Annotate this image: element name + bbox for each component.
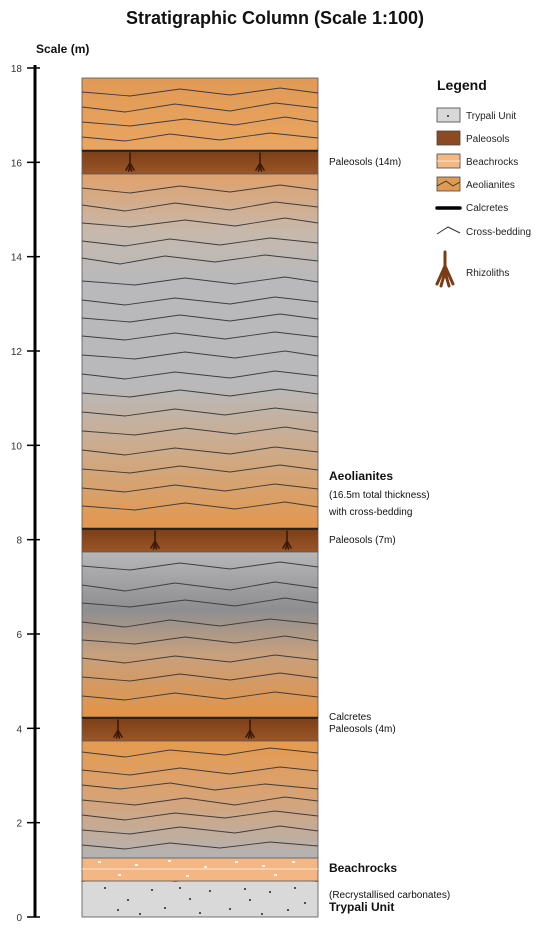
legend-title: Legend [437,77,487,93]
label-paleosols-7m: Paleosols (7m) [329,535,396,546]
paleosol-7m-layer [81,526,319,553]
label-calcretes: Calcretes [329,712,371,723]
beachrocks-layer [81,856,319,882]
scale-tick-label: 18 [11,64,23,75]
scale-tick-label: 14 [11,253,23,264]
label-trypali-note: (Recrystallised carbonates) [329,890,450,901]
aeolianite-layer-2 [81,550,319,718]
scale-tick-label: 8 [16,536,22,547]
legend-item-beachrocks: Beachrocks [466,157,518,168]
rhizolith-icon [435,250,455,288]
paleosol-4m-layer [81,715,319,742]
scale-tick-label: 12 [11,347,23,358]
scale-tick-label: 2 [16,819,22,830]
legend-item-calcretes: Calcretes [466,203,508,214]
legend-swatch-aeolianites [436,176,461,192]
label-aeolianites: Aeolianites [329,469,393,483]
label-aeolianites-thickness: (16.5m total thickness) [329,490,430,501]
legend-swatch-trypali [436,107,461,123]
label-aeolianites-cross: with cross-bedding [328,507,412,518]
label-paleosols-14m: Paleosols (14m) [329,157,401,168]
trypali-unit-layer [81,877,319,918]
scale-tick-label: 4 [16,724,22,735]
paleosol-14m-layer [81,148,319,175]
cross-bedding-icon [436,226,461,235]
legend-item-cross-bedding: Cross-bedding [466,227,531,238]
label-paleosols-4m: Paleosols (4m) [329,724,396,735]
diagram-title: Stratigraphic Column (Scale 1:100) [125,8,425,28]
label-trypali-unit: Trypali Unit [329,900,394,914]
aeolianite-layer-1 [81,739,319,859]
scale-tick-label: 10 [11,441,23,452]
legend: Legend Trypali Unit Paleosols Beachrocks… [435,77,531,288]
aeolianite-layer-3 [81,172,319,529]
scale-tick-label: 6 [16,630,22,641]
legend-swatch-paleosols [436,130,461,146]
scale-tick-label: 16 [11,158,23,169]
legend-item-trypali-unit: Trypali Unit [466,111,516,122]
legend-item-aeolianites: Aeolianites [466,180,515,191]
label-beachrocks: Beachrocks [329,861,397,875]
legend-item-paleosols: Paleosols [466,134,509,145]
scale-axis-label: Scale (m) [36,42,90,56]
legend-item-rhizoliths: Rhizoliths [466,268,509,279]
scale-tick-label: 0 [16,913,22,924]
aeolianite-layer-4 [81,77,319,151]
